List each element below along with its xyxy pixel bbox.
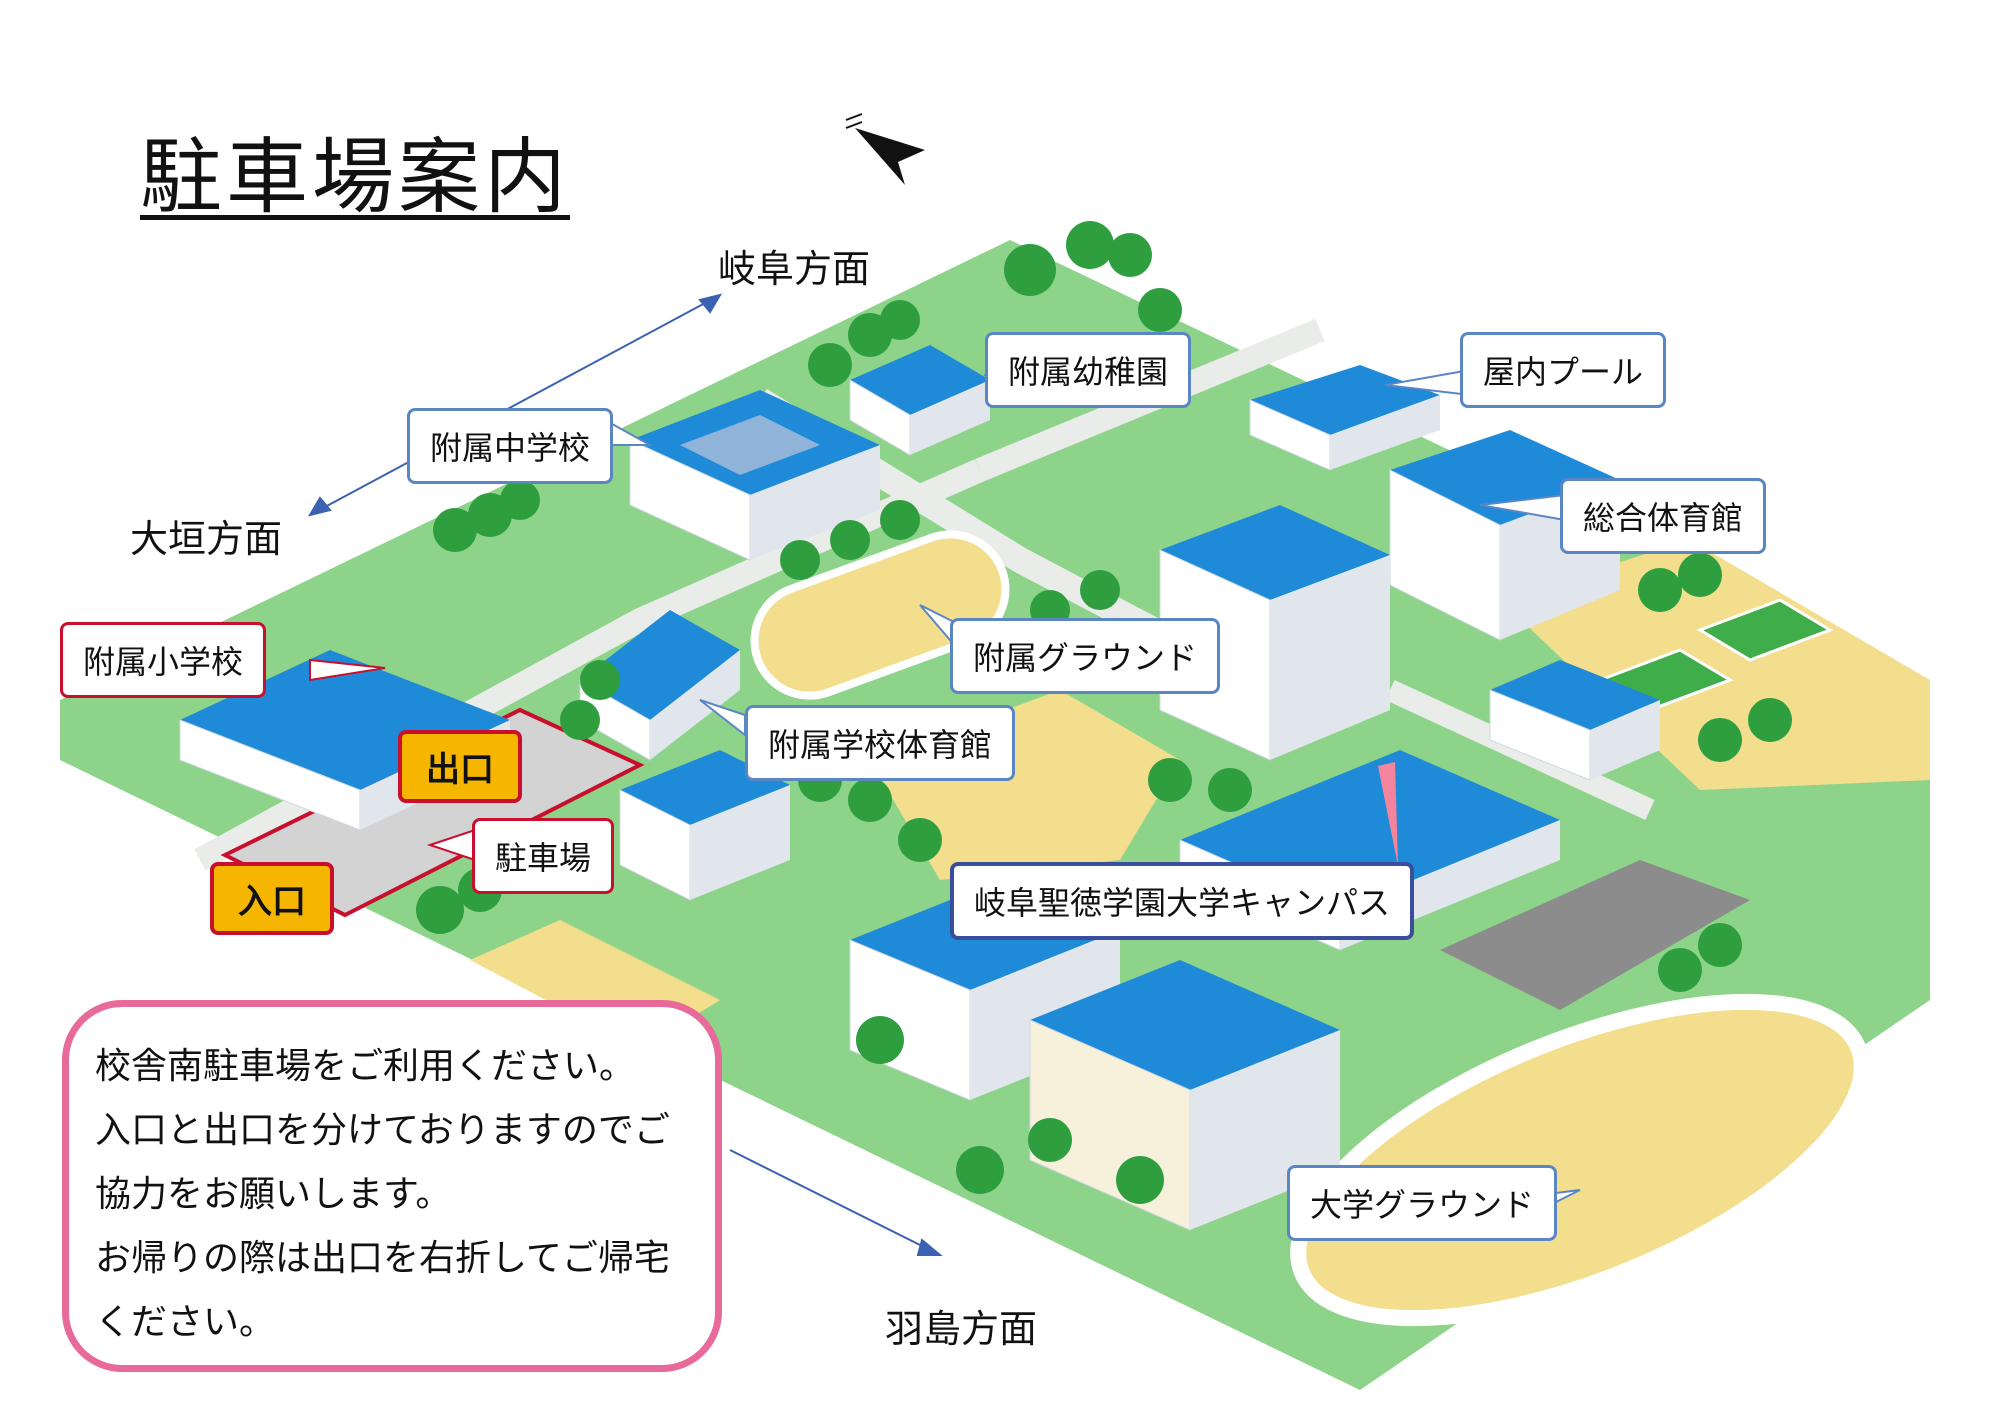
notice-line: 入口と出口を分けておりますのでご bbox=[95, 1110, 670, 1151]
direction-hashima: 羽島方面 bbox=[885, 1307, 1038, 1351]
notice-line: 協力をお願いします。 bbox=[95, 1174, 452, 1215]
direction-gifu: 岐阜方面 bbox=[718, 247, 871, 291]
trees bbox=[416, 221, 1792, 1204]
label-parking: 駐車場 bbox=[472, 818, 615, 894]
building-junior-high bbox=[629, 390, 880, 561]
label-school-gym: 附属学校体育館 bbox=[745, 705, 1016, 781]
exit-tag: 出口 bbox=[398, 730, 522, 803]
label-elementary: 附属小学校 bbox=[60, 622, 267, 698]
building-pool bbox=[1249, 365, 1440, 471]
label-gymnasium: 総合体育館 bbox=[1560, 478, 1767, 554]
north-arrow-icon bbox=[845, 113, 925, 185]
label-kindergarten: 附属幼稚園 bbox=[985, 332, 1192, 408]
notice-line: 校舎南駐車場をご利用ください。 bbox=[95, 1046, 636, 1087]
building-kindergarten bbox=[849, 345, 990, 456]
entrance-tag: 入口 bbox=[210, 862, 334, 935]
notice-line: お帰りの際は出口を右折してご帰宅 bbox=[95, 1238, 670, 1279]
page-title: 駐車場案内 bbox=[140, 130, 571, 225]
grey-lot bbox=[1440, 860, 1750, 1010]
label-university-ground: 大学グラウンド bbox=[1287, 1165, 1558, 1241]
direction-arrows bbox=[307, 293, 943, 1256]
campus-pointer bbox=[1378, 762, 1398, 866]
notice-box: 校舎南駐車場をご利用ください。 入口と出口を分けておりますのでご 協力をお願いし… bbox=[62, 1000, 722, 1372]
label-indoor-pool: 屋内プール bbox=[1460, 332, 1667, 408]
notice-line: ください。 bbox=[95, 1302, 276, 1343]
label-school-ground: 附属グラウンド bbox=[950, 618, 1221, 694]
building-school-gym bbox=[579, 610, 740, 761]
label-junior-high: 附属中学校 bbox=[407, 408, 614, 484]
label-campus: 岐阜聖徳学園大学キャンパス bbox=[950, 862, 1415, 940]
building-east-hall bbox=[1489, 660, 1660, 781]
sand-field-east bbox=[1500, 540, 1930, 790]
school-track bbox=[750, 530, 1010, 700]
callout-pointer-elementary bbox=[309, 658, 386, 682]
tennis-court bbox=[1696, 598, 1834, 662]
direction-ogaki: 大垣方面 bbox=[130, 517, 283, 561]
